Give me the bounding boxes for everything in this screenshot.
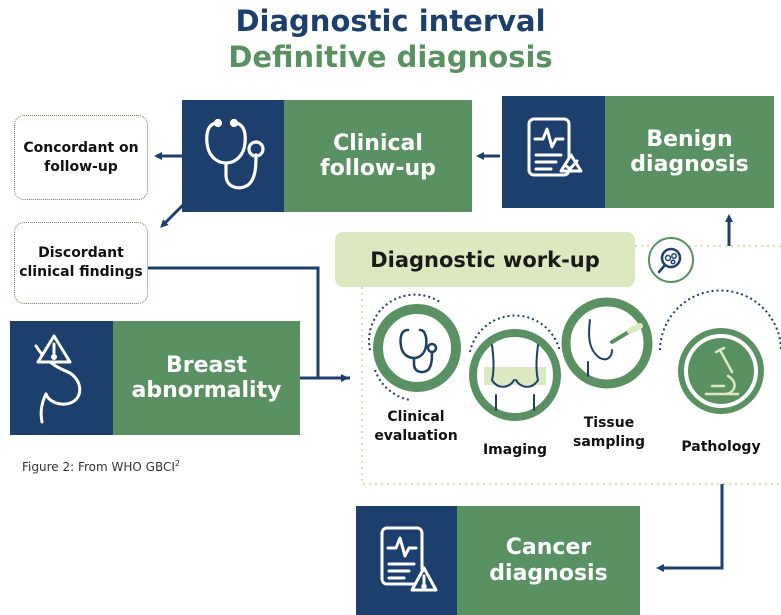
- breast-imaging-icon: [490, 344, 540, 411]
- step-clinical-evaluation-circle: [373, 304, 461, 392]
- step-imaging-circle: [469, 329, 561, 421]
- stethoscope-icon: [399, 328, 438, 374]
- step-label-imaging: Imaging: [482, 442, 548, 458]
- step-label-tissue-sampling: Tissue sampling: [573, 415, 645, 450]
- cancer-diagnosis-label: Cancer diagnosis: [457, 506, 640, 615]
- step-label-pathology: Pathology: [681, 439, 761, 455]
- breast-warning-icon: [10, 321, 113, 435]
- step-label-clinical-evaluation: Clinical evaluation: [374, 409, 458, 444]
- breast-abnormality-label: Breast abnormality: [113, 321, 300, 435]
- stethoscope-icon: [182, 100, 284, 212]
- arrow-workup-to-cancer: [656, 484, 724, 572]
- discordant-clinical-findings: Discordant clinical findings: [14, 222, 148, 304]
- figure-caption-superscript: 2: [174, 459, 180, 468]
- step-pathology-circle: [678, 328, 764, 414]
- report-warning-icon: [356, 506, 457, 615]
- arrow-followup-to-discordant: [160, 203, 185, 228]
- step-tissue-sampling-circle: [561, 297, 653, 389]
- figure-caption-text: Figure 2: From WHO GBCI: [22, 460, 175, 474]
- diagnostic-workup-header: Diagnostic work-up: [335, 232, 635, 287]
- clinical-follow-up-box: Clinical follow-up: [182, 100, 472, 212]
- benign-diagnosis-box: Benign diagnosis: [502, 96, 774, 208]
- cancer-diagnosis-box: Cancer diagnosis: [356, 506, 640, 615]
- benign-diagnosis-label: Benign diagnosis: [605, 96, 774, 208]
- concordant-on-follow-up: Concordant on follow-up: [14, 115, 148, 200]
- diagram-subtitle: Definitive diagnosis: [228, 40, 553, 74]
- biopsy-needle-icon: [587, 319, 643, 377]
- diagram-title: Diagnostic interval: [235, 4, 546, 38]
- clinical-follow-up-label: Clinical follow-up: [284, 100, 472, 212]
- breast-abnormality-box: Breast abnormality: [10, 321, 300, 435]
- microscope-icon: [704, 346, 740, 396]
- figure-caption: Figure 2: From WHO GBCI2: [22, 459, 180, 474]
- magnifier-cells-icon: [648, 237, 694, 283]
- report-check-icon: [502, 96, 605, 208]
